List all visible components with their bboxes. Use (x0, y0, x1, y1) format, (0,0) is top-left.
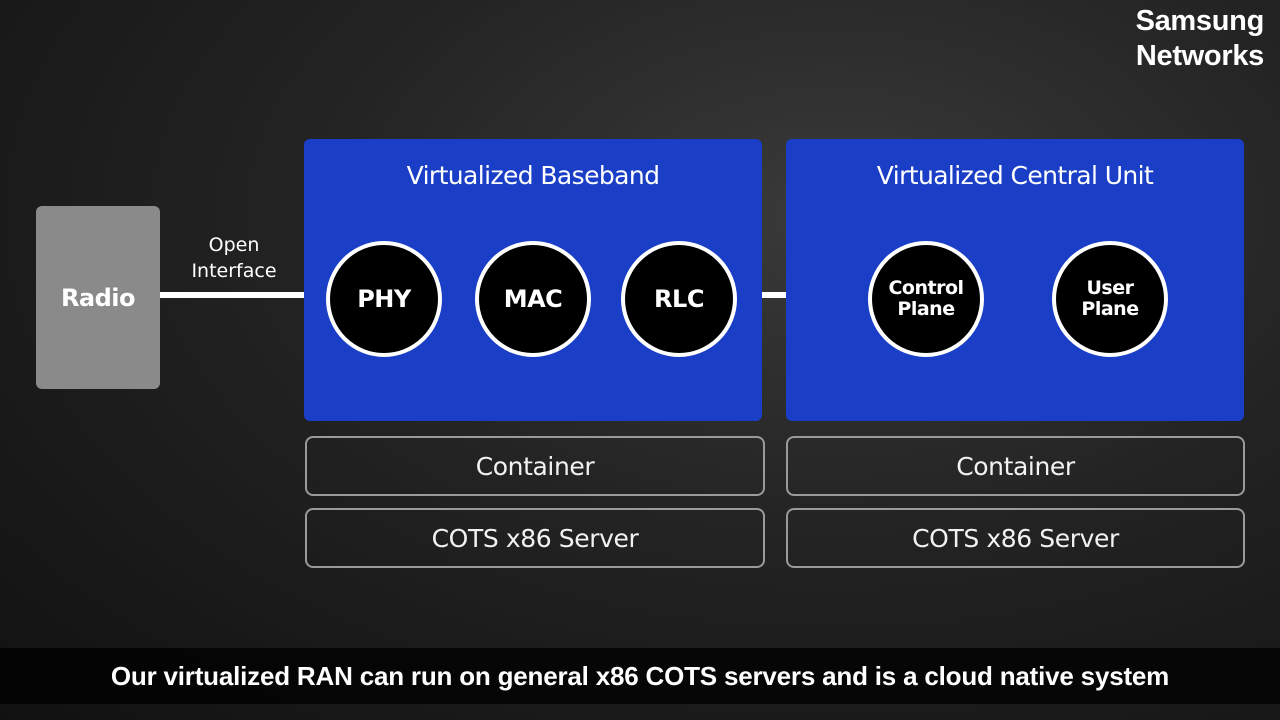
virtualized-baseband-box: Virtualized Baseband PHY MAC RLC (304, 139, 762, 421)
open-interface-line-1: Open (208, 234, 260, 256)
virtualized-central-unit-title: Virtualized Central Unit (876, 161, 1154, 190)
virtualized-central-unit-box: Virtualized Central Unit Control Plane U… (786, 139, 1244, 421)
caption-bar: Our virtualized RAN can run on general x… (0, 648, 1280, 704)
cu-server-label: COTS x86 Server (912, 523, 1119, 553)
baseband-container-box: Container (305, 436, 765, 496)
rlc-node: RLC (621, 241, 737, 357)
control-plane-line-1: Control (888, 277, 964, 299)
cu-server-box: COTS x86 Server (786, 508, 1245, 568)
cu-container-box: Container (786, 436, 1245, 496)
phy-node: PHY (326, 241, 442, 357)
open-interface-label: Open Interface (172, 232, 296, 284)
cu-container-label: Container (956, 451, 1075, 481)
radio-block: Radio (36, 206, 160, 389)
phy-label: PHY (357, 285, 411, 313)
virtualized-baseband-title: Virtualized Baseband (406, 161, 660, 190)
user-plane-node: User Plane (1052, 241, 1168, 357)
logo-line-2: Networks (1135, 40, 1264, 72)
baseband-container-label: Container (475, 451, 595, 481)
control-plane-node: Control Plane (868, 241, 984, 357)
control-plane-line-2: Plane (897, 298, 955, 320)
baseband-server-label: COTS x86 Server (431, 523, 639, 553)
baseband-server-box: COTS x86 Server (305, 508, 765, 568)
rlc-label: RLC (654, 285, 704, 313)
open-interface-link-line (160, 292, 306, 298)
user-plane-line-1: User (1086, 277, 1135, 299)
mac-node: MAC (475, 241, 591, 357)
baseband-cu-link-line (762, 292, 788, 298)
caption-text: Our virtualized RAN can run on general x… (110, 661, 1170, 691)
logo-line-1: Samsung (1135, 5, 1265, 37)
mac-label: MAC (503, 285, 563, 313)
samsung-networks-logo: Samsung Networks (1135, 4, 1265, 74)
open-interface-line-2: Interface (191, 260, 277, 282)
radio-label: Radio (60, 283, 136, 312)
user-plane-line-2: Plane (1081, 298, 1139, 320)
